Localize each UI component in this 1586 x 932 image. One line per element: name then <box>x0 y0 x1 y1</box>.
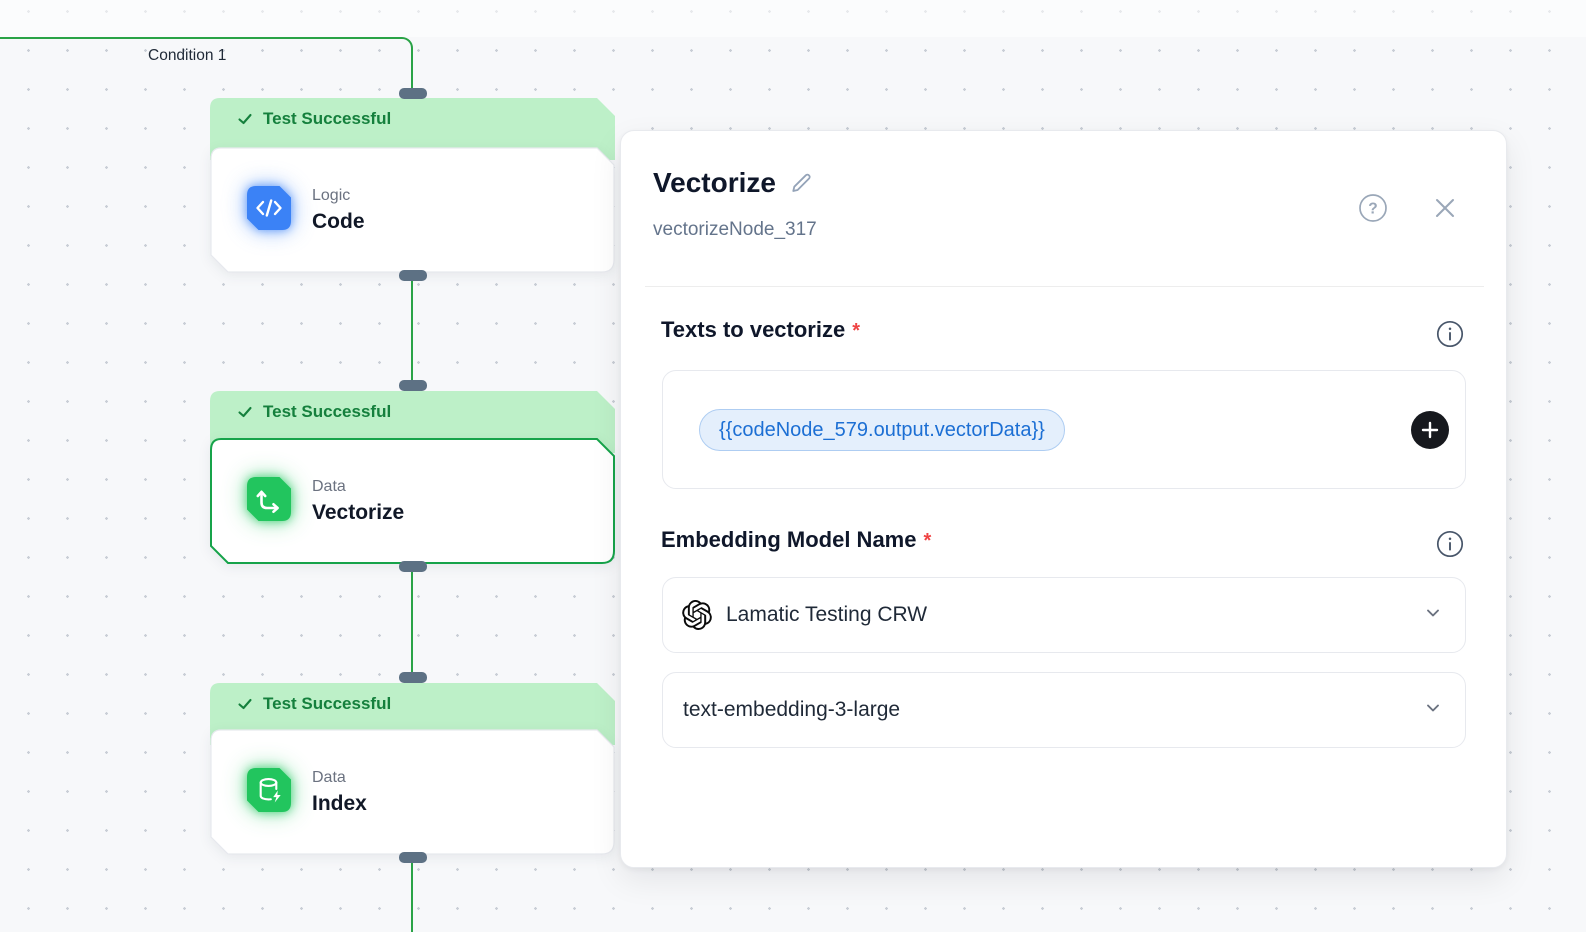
node-index-status-text: Test Successful <box>263 694 392 713</box>
embedding-info-icon[interactable] <box>1436 530 1464 558</box>
condition-container-area <box>0 0 1586 37</box>
check-icon <box>236 403 254 426</box>
add-text-button[interactable] <box>1411 411 1449 449</box>
code-icon <box>246 185 292 236</box>
node-index-card <box>210 729 615 855</box>
embedding-model-name-label: Embedding Model Name* <box>661 527 932 552</box>
condition-label: Condition 1 <box>148 47 227 64</box>
variable-pill[interactable]: {{codeNode_579.output.vectorData}} <box>699 409 1065 451</box>
texts-to-vectorize-label: Texts to vectorize* <box>661 317 861 342</box>
condition-edge-horizontal <box>0 37 413 51</box>
node-vectorize[interactable]: Test Successful D <box>210 391 615 566</box>
node-vectorize-status-text: Test Successful <box>263 402 392 421</box>
node-id-label: vectorizeNode_317 <box>653 219 817 240</box>
required-asterisk: * <box>852 320 861 342</box>
plus-icon <box>1421 421 1439 439</box>
node-index-handle-top[interactable] <box>398 672 427 683</box>
edit-title-pencil-icon[interactable] <box>790 172 812 194</box>
header-divider <box>645 286 1484 287</box>
node-vectorize-handle-bottom[interactable] <box>398 561 427 572</box>
node-code-status-text: Test Successful <box>263 109 392 128</box>
texts-to-vectorize-field[interactable]: {{codeNode_579.output.vectorData}} <box>662 370 1466 489</box>
node-code-card <box>210 147 615 273</box>
check-icon <box>236 695 254 718</box>
check-icon <box>236 110 254 133</box>
svg-text:?: ? <box>1368 201 1377 218</box>
node-vectorize-title: Vectorize <box>312 500 405 524</box>
vectorize-icon <box>246 476 292 527</box>
chevron-down-icon <box>1423 603 1443 628</box>
model-select[interactable]: text-embedding-3-large <box>662 672 1466 748</box>
node-code[interactable]: Test Successful L <box>210 98 615 273</box>
database-icon <box>246 767 292 818</box>
node-code-category: Logic <box>312 186 351 204</box>
required-asterisk: * <box>923 530 932 552</box>
node-code-title: Code <box>312 209 365 233</box>
node-vectorize-card-selected <box>210 438 615 564</box>
panel-title: Vectorize <box>653 167 776 198</box>
node-vectorize-category: Data <box>312 477 346 495</box>
node-config-panel: Vectorize vectorizeNode_317 ? Texts to v… <box>620 130 1507 868</box>
provider-select[interactable]: Lamatic Testing CRW <box>662 577 1466 653</box>
chevron-down-icon <box>1423 698 1443 723</box>
node-index-title: Index <box>312 791 367 815</box>
texts-info-icon[interactable] <box>1436 320 1464 348</box>
node-code-handle-bottom[interactable] <box>398 270 427 281</box>
node-index[interactable]: Test Successful <box>210 683 615 858</box>
help-icon[interactable]: ? <box>1358 193 1388 223</box>
node-index-handle-bottom[interactable] <box>398 852 427 863</box>
provider-select-value: Lamatic Testing CRW <box>726 603 928 626</box>
model-select-value: text-embedding-3-large <box>683 698 901 721</box>
node-index-category: Data <box>312 768 346 786</box>
openai-logo-icon <box>682 600 712 631</box>
close-icon[interactable] <box>1432 195 1458 221</box>
node-vectorize-handle-top[interactable] <box>398 380 427 391</box>
node-code-handle-top[interactable] <box>398 88 427 99</box>
